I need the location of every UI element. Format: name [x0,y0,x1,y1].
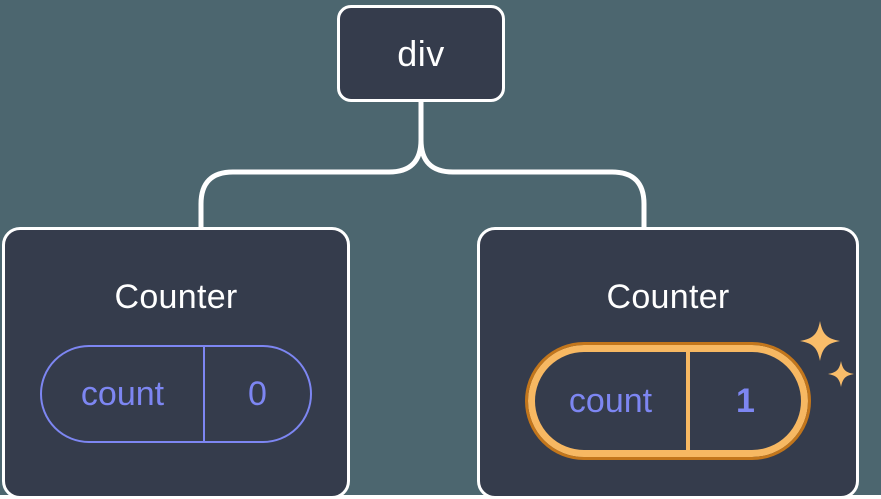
sparkle-small-icon [828,361,854,387]
state-pill-wrap-right: count 1 [525,321,854,460]
sparkle-large-icon [800,321,840,361]
state-key-right: count [535,352,690,450]
state-pill-right-highlighted[interactable]: count 1 [525,342,811,460]
node-counter-right-label: Counter [606,278,730,316]
node-counter-left[interactable]: Counter count 0 [2,227,350,499]
state-key-left: count [42,347,205,441]
state-pill-wrap-left: count 0 [40,345,312,443]
state-value-left: 0 [248,374,267,413]
state-pill-left[interactable]: count 0 [40,345,312,443]
node-counter-right[interactable]: Counter count 1 [477,227,859,499]
state-value-right: 1 [736,381,755,420]
node-div[interactable]: div [337,5,505,102]
node-counter-left-label: Counter [114,278,238,316]
node-div-label: div [397,32,445,74]
